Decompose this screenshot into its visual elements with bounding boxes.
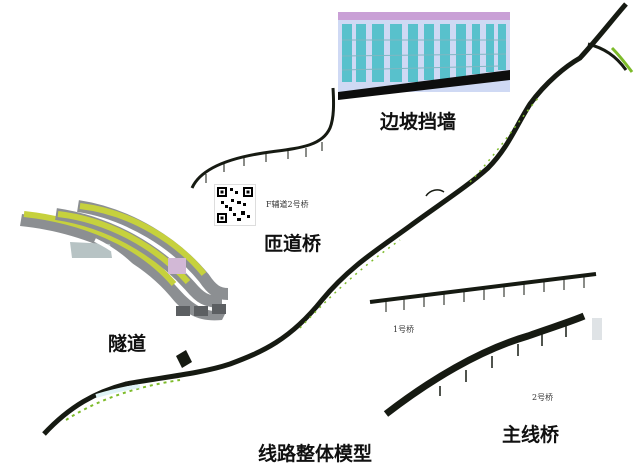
ramp-bridge-model: [190, 87, 336, 189]
tunnel-model: [20, 200, 229, 321]
qr-code-image: [214, 184, 256, 226]
bridge-1-label: 1号桥: [393, 325, 415, 334]
route-overall-model: [42, 2, 634, 436]
main-bridge-label: 主线桥: [502, 424, 560, 446]
main-bridge-1: [369, 272, 597, 312]
building-windows: [342, 24, 506, 82]
overall-model-label: 线路整体模型: [258, 443, 373, 465]
retaining-wall-model: [338, 12, 510, 100]
ramp-bridge-name-label: F辅道2号桥: [266, 200, 309, 209]
main-bridge-2: [383, 312, 602, 417]
bridge-2-label: 2号桥: [532, 393, 554, 402]
tunnel-label: 隧道: [108, 333, 147, 355]
retaining-wall-label: 边坡挡墙: [380, 111, 457, 133]
ramp-bridge-label: 匝道桥: [264, 233, 322, 255]
